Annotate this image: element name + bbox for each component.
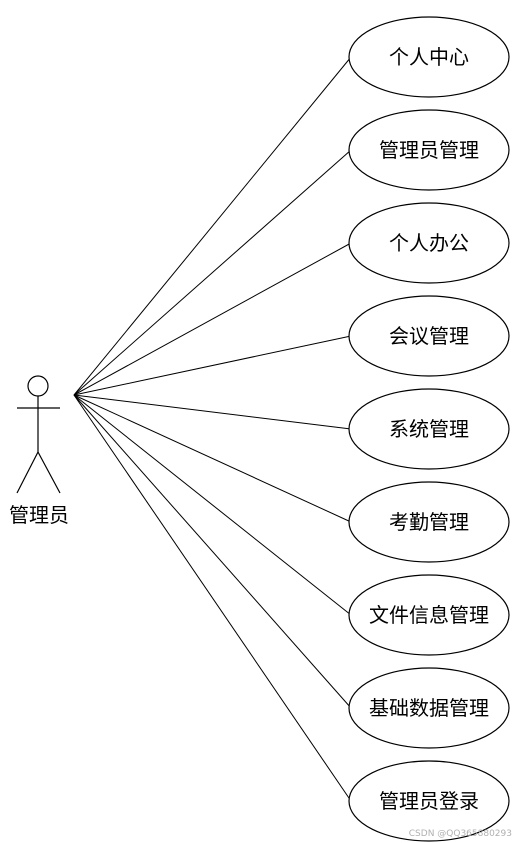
actor-label: 管理员 [9,503,69,527]
association-line [73,56,352,396]
use-case-label: 系统管理 [389,417,469,441]
association-line [73,394,352,430]
use-case: 系统管理 [348,388,510,470]
association-line [73,149,352,396]
use-case-ellipse [348,295,510,377]
use-case: 个人中心 [348,16,510,98]
use-case-label: 个人中心 [389,45,469,69]
use-case-ellipse [348,574,510,656]
use-case: 管理员登录 [348,760,510,842]
use-case-ellipse [348,202,510,284]
association-line [73,394,352,709]
actor-head [27,375,49,397]
use-case-ellipse [348,760,510,842]
use-case-label: 文件信息管理 [369,603,489,627]
actor-left-leg [16,451,39,494]
watermark: CSDN @QQ365880293 [409,829,512,839]
use-case-ellipse [348,481,510,563]
use-case-ellipse [348,109,510,191]
use-case-label: 管理员管理 [379,138,479,162]
use-case: 文件信息管理 [348,574,510,656]
association-line [73,394,352,616]
use-case-ellipse [348,667,510,749]
use-case: 基础数据管理 [348,667,510,749]
use-case: 会议管理 [348,295,510,377]
use-case-label: 管理员登录 [379,789,479,813]
association-line [73,335,352,396]
association-lines [73,56,352,802]
use-case: 管理员管理 [348,109,510,191]
use-case-ellipse [348,388,510,470]
association-line [73,394,352,523]
use-case-group: 个人中心管理员管理个人办公会议管理系统管理考勤管理文件信息管理基础数据管理管理员… [348,16,510,842]
use-case-label: 会议管理 [389,324,469,348]
actor-admin: 管理员 [9,375,69,527]
use-case-ellipse [348,16,510,98]
use-case-label: 考勤管理 [389,510,469,534]
use-case-label: 个人办公 [389,231,469,255]
association-line [73,242,352,396]
use-case: 个人办公 [348,202,510,284]
use-case-label: 基础数据管理 [369,696,489,720]
use-case: 考勤管理 [348,481,510,563]
association-line [73,394,352,802]
actor-right-leg [37,451,61,494]
